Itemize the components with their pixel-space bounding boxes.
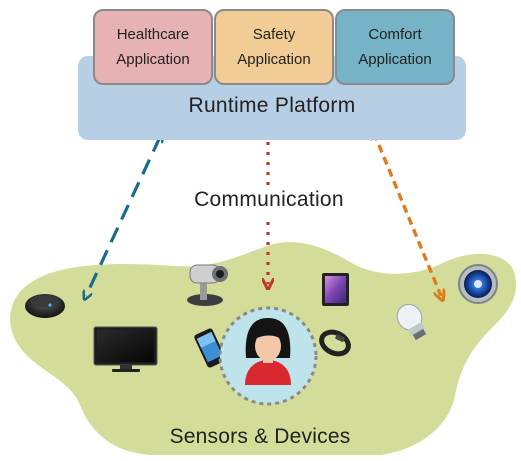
app-label-line2: Application — [237, 51, 311, 68]
security-camera-icon — [187, 264, 228, 306]
smart-speaker-icon — [25, 294, 65, 318]
healthcare-application-box: Healthcare Application — [93, 9, 213, 85]
runtime-platform-label: Runtime Platform — [188, 94, 356, 117]
smartphone-icon — [194, 328, 226, 368]
app-label-line1: Healthcare — [116, 26, 190, 43]
app-label-line1: Comfort — [368, 26, 422, 43]
app-label-line2: Application — [358, 51, 432, 68]
thermostat-icon — [458, 264, 498, 304]
fitness-band-icon — [319, 329, 351, 357]
arrow-comfort-link — [374, 133, 441, 296]
communication-label: Communication — [176, 188, 362, 212]
comfort-application-box: Comfort Application — [335, 9, 455, 85]
safety-application-box: Safety Application — [214, 9, 334, 85]
smart-bulb-icon — [396, 303, 427, 341]
app-label-line2: Application — [116, 51, 190, 68]
app-label-line1: Safety — [252, 26, 296, 43]
tablet-icon — [322, 273, 349, 306]
sensors-devices-label: Sensors & Devices — [169, 425, 351, 448]
arrow-healthcare-link — [86, 137, 160, 296]
television-icon — [93, 326, 158, 372]
user-avatar-icon — [218, 306, 318, 406]
